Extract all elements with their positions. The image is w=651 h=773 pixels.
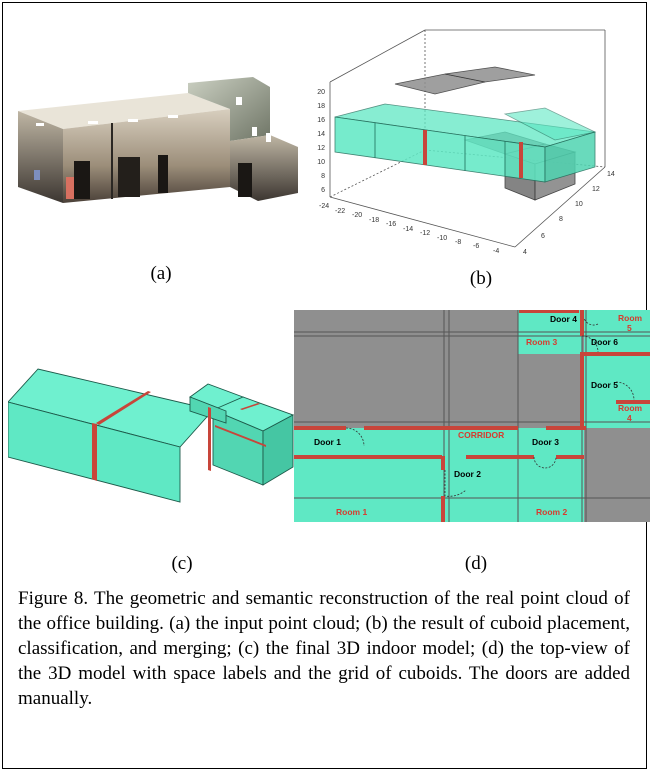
panel-d-floorplan: CORRIDOR Room 1 Room 2 Room 3 Room 4 Roo… [294, 310, 650, 522]
point-cloud-roof [18, 93, 230, 129]
space-labels: CORRIDOR Room 1 Room 2 Room 3 Room 4 Roo… [336, 313, 643, 517]
space-areas [294, 310, 650, 522]
panel-a-label: (a) [150, 263, 172, 284]
point-cloud-wing-wall [188, 77, 270, 141]
doorway [118, 157, 140, 197]
panel-c-label: (c) [171, 553, 193, 574]
x-tick: -12 [420, 230, 430, 237]
x-tick: -14 [403, 226, 413, 233]
room-5-label: Room [618, 313, 643, 323]
y-tick: 12 [592, 186, 600, 193]
plot-axes-box [329, 29, 606, 248]
z-tick: 12 [317, 145, 325, 152]
door-arcs [345, 317, 635, 497]
corridor-label: CORRIDOR [458, 430, 504, 440]
y-tick: 6 [541, 233, 545, 240]
z-tick: 6 [321, 187, 325, 194]
y-tick: 4 [523, 249, 527, 256]
x-tick: -4 [493, 248, 499, 255]
z-tick: 20 [317, 89, 325, 96]
x-tick: -6 [473, 243, 479, 250]
room-2-label: Room 2 [536, 507, 567, 517]
point-cloud-front-wall [18, 111, 63, 203]
door-4-label: Door 4 [550, 314, 577, 324]
ceiling-light [252, 127, 257, 136]
door-3-label: Door 3 [532, 437, 559, 447]
room-4-label: Room [618, 403, 643, 413]
door-labels: Door 1 Door 2 Door 3 Door 4 Door 5 Door … [314, 314, 618, 479]
x-tick: -16 [386, 221, 396, 228]
doorway [238, 163, 252, 197]
y-tick: 10 [575, 201, 583, 208]
ceiling-light [128, 119, 138, 122]
y-axis-ticks: 4 6 8 10 12 14 [523, 171, 615, 256]
ceiling-light [88, 121, 98, 124]
z-tick: 10 [317, 159, 325, 166]
ceiling-light [236, 97, 242, 105]
z-tick: 18 [317, 103, 325, 110]
room-1-label: Room 1 [336, 507, 367, 517]
door-1-label: Door 1 [314, 437, 341, 447]
panel-c-3d-model [8, 368, 295, 503]
panel-d-label: (d) [464, 553, 488, 574]
x-tick: -20 [352, 212, 362, 219]
z-tick: 16 [317, 117, 325, 124]
panel-b-label: (b) [469, 268, 493, 289]
ceiling-light [36, 123, 44, 126]
room-4-number: 4 [627, 413, 632, 423]
model-cuboids [8, 368, 295, 503]
x-tick: -24 [319, 203, 329, 210]
x-axis-ticks: -24 -22 -20 -18 -16 -14 -12 -10 -8 -6 -4 [319, 203, 499, 255]
ceiling-light [168, 115, 178, 118]
x-tick: -10 [437, 235, 447, 242]
figure-caption: Figure 8. The geometric and semantic rec… [18, 588, 630, 709]
point-cloud-side-wall [63, 109, 230, 203]
z-axis-ticks: 20 18 16 14 12 10 8 6 [317, 89, 325, 194]
z-tick: 8 [321, 173, 325, 180]
room-5-number: 5 [627, 323, 632, 333]
blue-object [34, 170, 40, 180]
doorway [74, 161, 90, 199]
z-tick: 14 [317, 131, 325, 138]
walls [294, 310, 650, 522]
x-tick: -8 [455, 239, 461, 246]
door-2-label: Door 2 [454, 469, 481, 479]
panel-b-cuboid-plot: 20 18 16 14 12 10 8 6 -24 -22 -20 -18 -1… [317, 29, 615, 256]
room-3-label: Room 3 [526, 337, 557, 347]
x-tick: -18 [369, 217, 379, 224]
ceiling-light [266, 133, 271, 142]
wall-strips [423, 130, 523, 178]
door-5-label: Door 5 [591, 380, 618, 390]
y-tick: 8 [559, 216, 563, 223]
wall-strips [92, 391, 266, 481]
red-object [66, 177, 74, 199]
door-6-label: Door 6 [591, 337, 618, 347]
panel-a-point-cloud [18, 77, 298, 203]
space-cuboids [334, 103, 597, 183]
x-tick: -22 [335, 208, 345, 215]
y-tick: 14 [607, 171, 615, 178]
doorway [158, 155, 168, 193]
